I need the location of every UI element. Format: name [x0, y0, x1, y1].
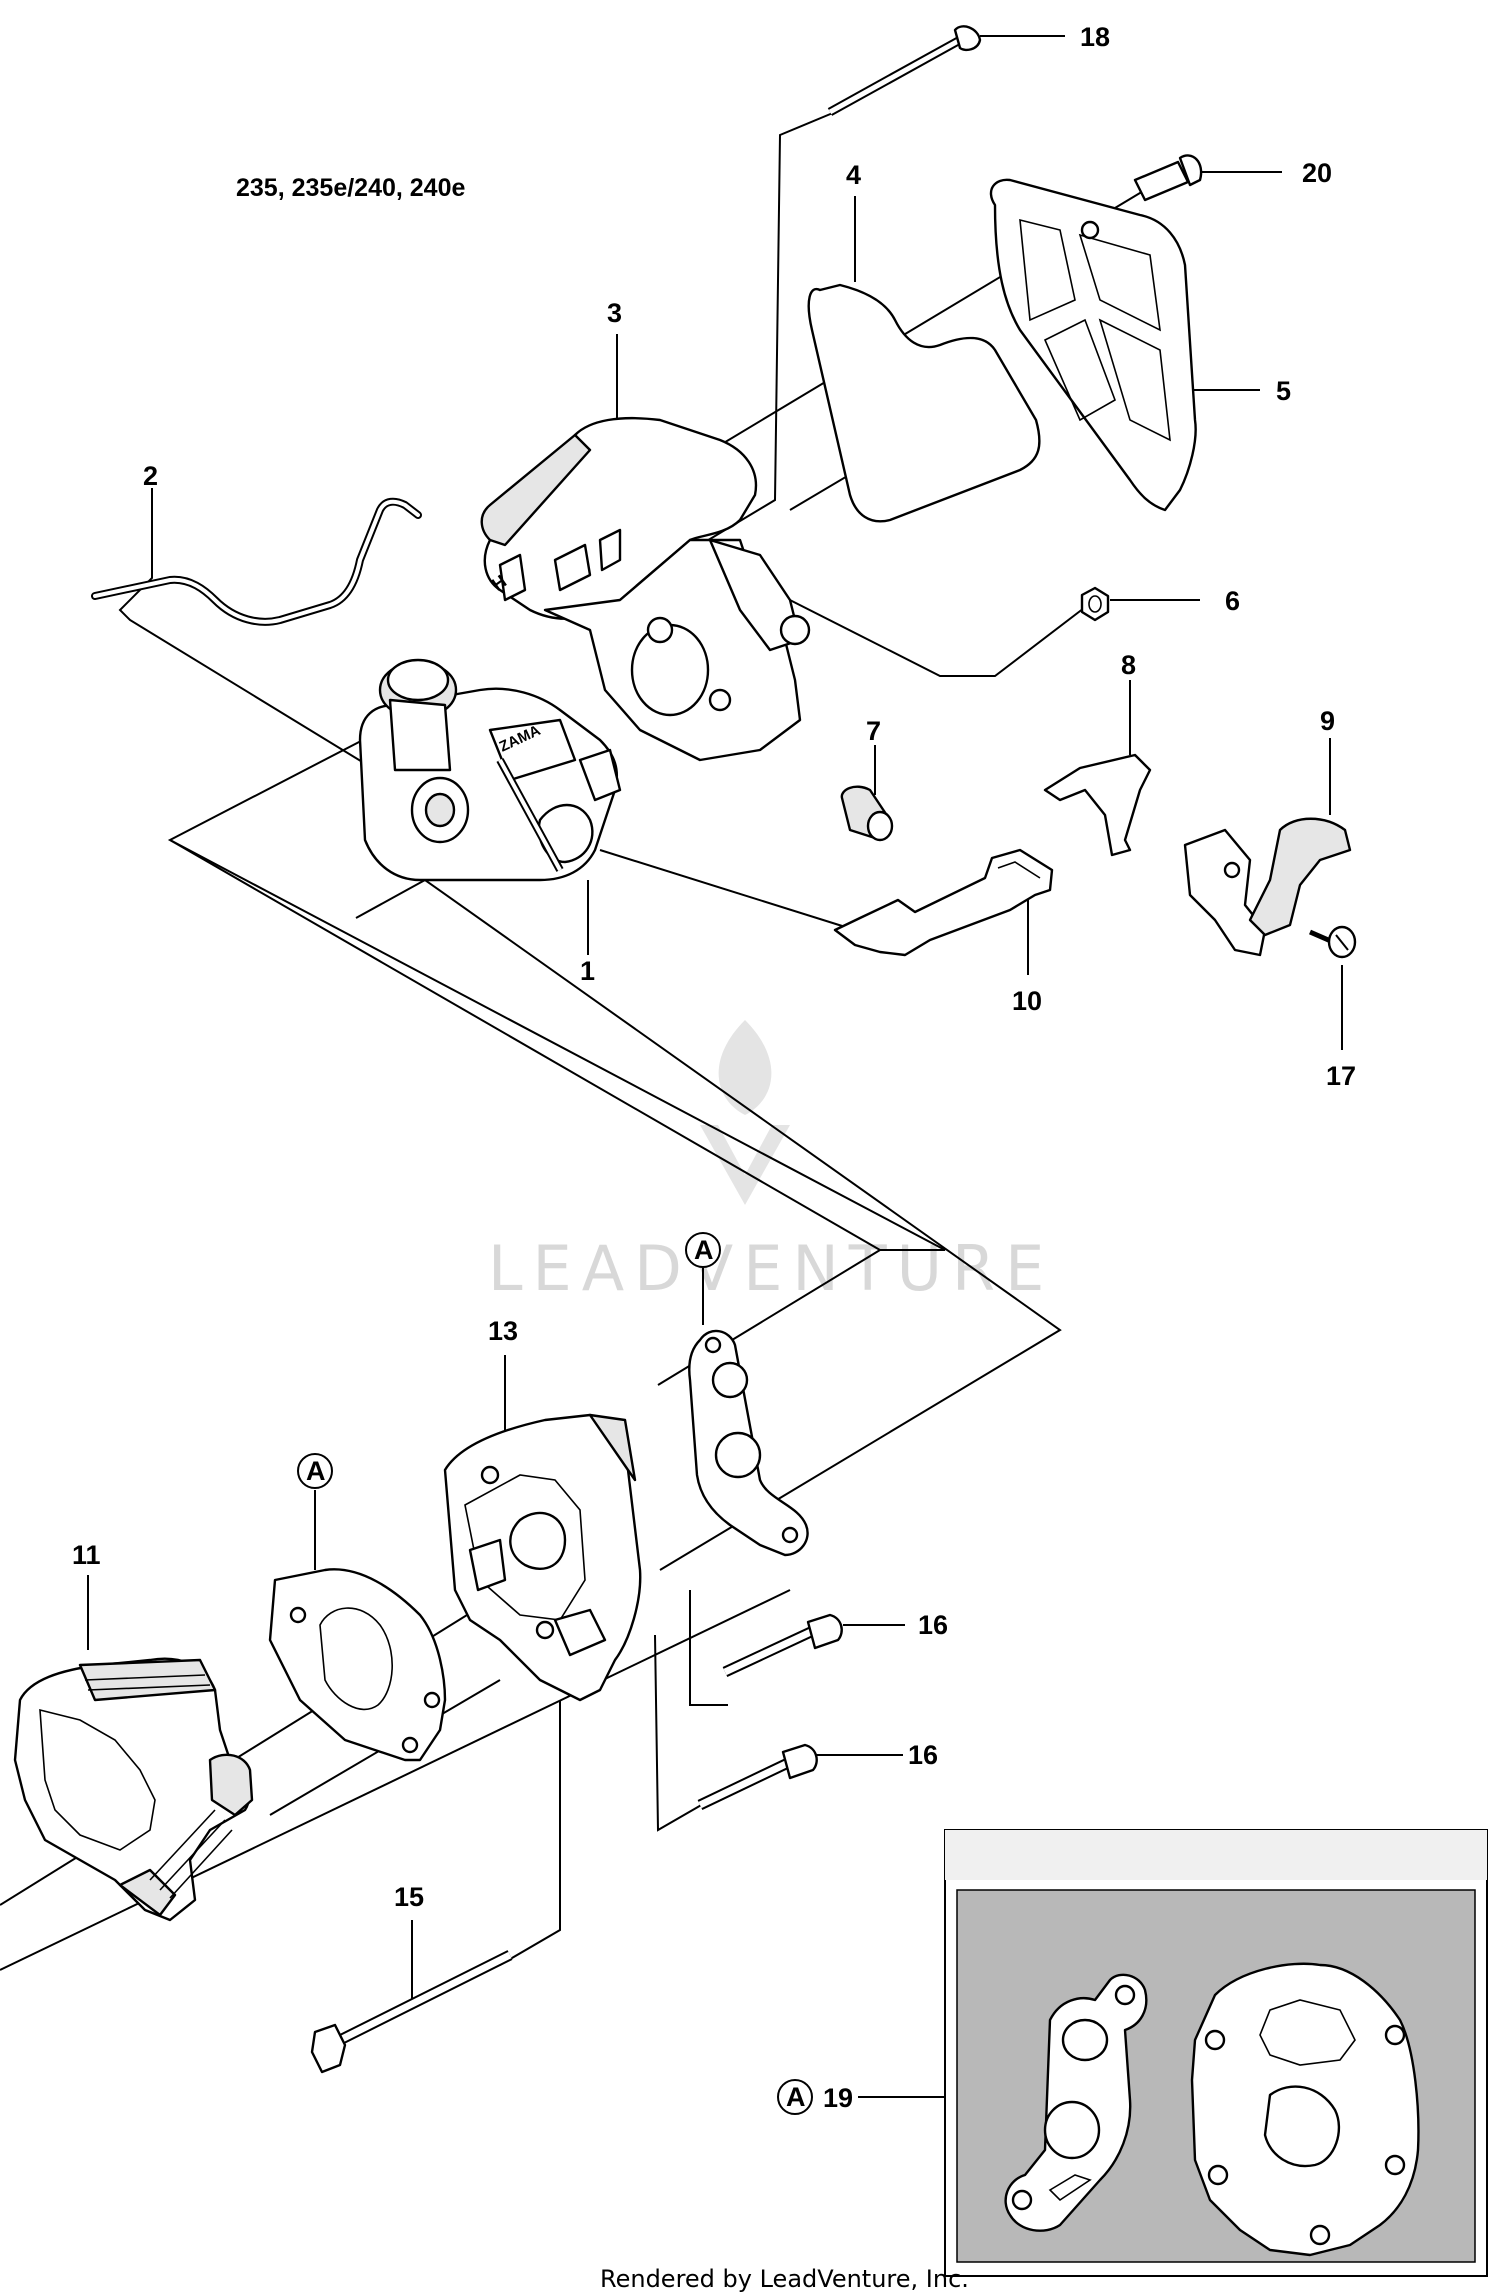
- part-gasket-a-left: [268, 1568, 447, 1762]
- svg-text:A: A: [694, 1235, 714, 1265]
- part-9-trigger: [1183, 817, 1352, 957]
- svg-text:A: A: [306, 1456, 326, 1486]
- part-18-screw: [827, 25, 982, 116]
- part-8-spring: [1043, 753, 1152, 857]
- callout-3: 3: [607, 298, 622, 328]
- part-13-adapter: [443, 1413, 642, 1702]
- part-3-housing: H: [480, 416, 811, 762]
- callout-15: 15: [394, 1882, 424, 1912]
- watermark-text: LEADVENTURE: [488, 1232, 1054, 1305]
- part-gasket-a-top: [688, 1329, 809, 1557]
- svg-text:A: A: [786, 2082, 806, 2112]
- callout-8: 8: [1121, 650, 1136, 680]
- callout-20: 20: [1302, 158, 1332, 188]
- part-11-shield: [13, 1657, 254, 1922]
- watermark: LEADVENTURE: [488, 1020, 1054, 1305]
- part-1-carburetor: ZAMA: [358, 658, 622, 882]
- part-10-link: [833, 848, 1054, 957]
- part-20-screw: [1133, 154, 1203, 202]
- callout-16-upper: 16: [918, 1610, 948, 1640]
- part-16-bolt-a: [722, 1613, 843, 1677]
- callout-7: 7: [866, 716, 881, 746]
- callout-19: 19: [823, 2083, 853, 2113]
- callout-18: 18: [1080, 22, 1110, 52]
- part-17-screw: [1309, 925, 1357, 959]
- callout-13: 13: [488, 1316, 518, 1346]
- part-7-sleeve: [840, 785, 894, 842]
- ref-marker-a-top: A: [685, 1232, 721, 1268]
- callout-17: 17: [1326, 1061, 1356, 1091]
- callout-11: 11: [72, 1540, 101, 1570]
- callout-4: 4: [846, 160, 861, 190]
- callout-1: 1: [580, 956, 595, 986]
- part-6-nut: [1080, 586, 1110, 622]
- model-label: 235, 235e/240, 240e: [236, 174, 465, 202]
- ref-marker-a-left: A: [297, 1453, 333, 1489]
- part-16-bolt-b: [697, 1743, 818, 1810]
- callout-6: 6: [1225, 586, 1240, 616]
- callout-5: 5: [1276, 376, 1291, 406]
- callout-2: 2: [143, 461, 158, 491]
- part-5-gasket: [989, 178, 1197, 512]
- callout-16-lower: 16: [908, 1740, 938, 1770]
- part-19-kit: [944, 1829, 1488, 2277]
- part-4-filter: [807, 283, 1041, 523]
- part-15-bolt: [310, 1950, 513, 2074]
- ref-marker-a-kit: A: [777, 2079, 813, 2115]
- part-2-rod: [91, 497, 422, 626]
- callout-10: 10: [1012, 986, 1042, 1016]
- callout-9: 9: [1320, 706, 1335, 736]
- footer-credit: Rendered by LeadVenture, Inc.: [600, 2265, 969, 2293]
- callout-labels: 18 20 4 3 5 2 6 8 9 7 1 10 17 13 11 16 1…: [72, 22, 1356, 2113]
